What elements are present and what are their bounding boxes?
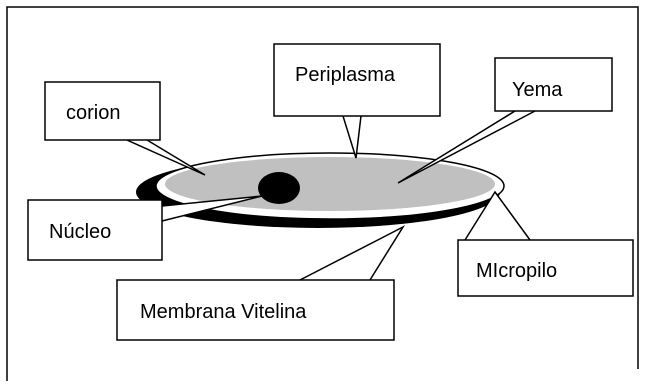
membrana-label: Membrana Vitelina (140, 301, 307, 323)
callout-membrana: Membrana Vitelina (117, 280, 394, 340)
callout-nucleo: Núcleo (28, 200, 162, 260)
callout-corion: corion (45, 82, 160, 140)
callout-yema: Yema (495, 58, 612, 111)
callout-periplasma: Periplasma (274, 44, 440, 116)
micropilo-label: MIcropilo (476, 260, 557, 282)
nucleus (258, 172, 300, 204)
callout-micropilo: MIcropilo (458, 240, 633, 296)
corion-pointer (127, 140, 205, 175)
corion-label: corion (66, 102, 120, 124)
membrana-pointer (300, 227, 403, 280)
periplasma-label: Periplasma (295, 64, 396, 86)
nucleo-label: Núcleo (49, 221, 111, 243)
periplasma-pointer (343, 116, 361, 158)
yema-label: Yema (512, 79, 563, 101)
